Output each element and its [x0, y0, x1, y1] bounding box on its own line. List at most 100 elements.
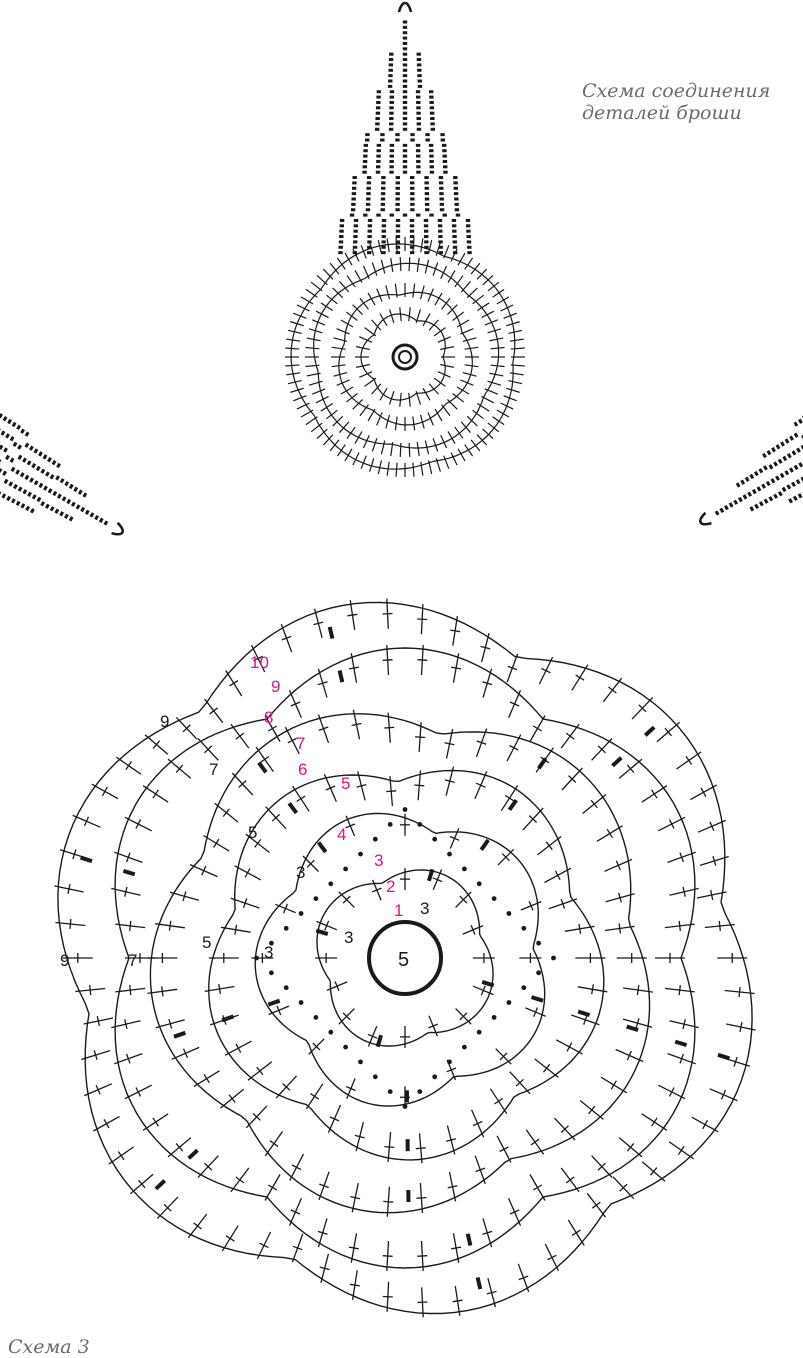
flower-stitch-bar: [579, 924, 581, 934]
chain-dot: [536, 941, 541, 946]
mini-stitch: [457, 387, 469, 394]
leaf-stitch: [46, 504, 48, 508]
leaf-stitch: [8, 420, 10, 424]
flower-stitch-bar: [153, 790, 159, 798]
mini-stitch: [311, 282, 322, 291]
mini-stitch: [413, 237, 414, 251]
flower-stitch-bar: [637, 985, 638, 995]
leaf-stitch: [12, 467, 14, 471]
round-label: 7: [128, 951, 137, 970]
leaf-stitch: [10, 482, 12, 486]
leaf-stitch: [70, 485, 72, 489]
flower-chain-dash: [468, 1234, 471, 1246]
flower-stitch-bar: [544, 1064, 550, 1072]
leaf-stitch: [53, 461, 55, 465]
flower-stitch-bar: [533, 1185, 542, 1190]
leaf-stitch: [760, 469, 762, 473]
leaf-stitch: [51, 507, 53, 511]
mini-stitch: [378, 240, 381, 254]
mini-stitch: [341, 387, 353, 394]
mini-stitch: [501, 403, 514, 409]
flower-stitch-bar: [350, 1284, 360, 1286]
chain-dot: [462, 867, 467, 872]
leaf-stitch: [762, 484, 764, 488]
mini-stitch: [301, 297, 313, 304]
mini-stitch: [345, 253, 352, 265]
chain-dot: [507, 911, 512, 916]
flower-stitch-bar: [417, 1256, 427, 1257]
caption-line-2: деталей броши: [582, 102, 742, 124]
leaf-stitch: [57, 464, 59, 468]
leaf-stitch: [788, 454, 790, 458]
leaf-stitch: [72, 502, 74, 506]
flower-stitch-bar: [572, 1230, 581, 1235]
mini-stitch: [493, 417, 505, 425]
mini-stitch: [423, 388, 430, 400]
chain-dot: [536, 970, 541, 975]
flower-chain-dash: [645, 727, 654, 735]
mini-stitch: [413, 416, 415, 430]
mini-stitch: [309, 381, 322, 385]
leaf-stitch: [788, 485, 790, 489]
round-label: 5: [248, 823, 257, 842]
leaf-stitch: [26, 443, 28, 447]
mini-stitch: [461, 281, 470, 292]
leaf-stitch: [793, 451, 795, 455]
round-label: 5: [202, 933, 211, 952]
flower-stitch-bar: [417, 660, 427, 661]
mini-stitch: [506, 388, 519, 392]
flower-stitch-bar: [226, 1236, 235, 1241]
mini-stitch: [323, 435, 333, 445]
chain-dot: [388, 1089, 393, 1094]
mini-stitch: [400, 443, 401, 457]
leaf-stitch: [772, 479, 774, 483]
leaf-stitch: [755, 472, 757, 476]
mini-stitch: [347, 427, 355, 438]
leaf-stitch: [800, 463, 802, 467]
chain-dot: [388, 822, 393, 827]
flower-stitch-bar: [416, 1148, 426, 1149]
flower-stitch-bar: [531, 1139, 539, 1145]
caption-line-1: Схема соединения: [582, 80, 770, 102]
mini-stitch: [413, 463, 414, 477]
mini-stitch: [423, 314, 430, 326]
leaf-stitch: [774, 494, 776, 498]
mini-stitch: [306, 289, 318, 297]
chain-dot: [507, 1000, 512, 1005]
chain-dot: [343, 1045, 348, 1050]
leaf-stitch: [0, 469, 1, 473]
chain-dot: [314, 896, 319, 901]
flower-stitch-bar: [229, 1095, 235, 1103]
leaf-stitch: [721, 508, 723, 512]
leaf-stitch: [756, 504, 758, 508]
flower-stitch-bar: [384, 1147, 394, 1148]
row-number: 9: [271, 677, 280, 696]
chain-dot: [477, 1030, 482, 1035]
leaf-stitch: [35, 449, 37, 453]
chain-dot: [432, 1074, 437, 1079]
flower-stitch-bar: [567, 1043, 572, 1052]
leaf-stitch: [764, 466, 766, 470]
mini-stitch: [409, 443, 410, 457]
flower-stitch-bar: [214, 839, 219, 848]
mini-stitch: [421, 462, 423, 476]
flower-stitch-bar: [679, 921, 680, 931]
flower-chain-dash: [259, 763, 266, 773]
mini-stitch: [440, 364, 454, 367]
flower-stitch-bar: [505, 795, 513, 800]
flower-stitch-bar: [103, 787, 108, 796]
leaf-stitch: [37, 467, 39, 471]
leaf-stitch: [770, 465, 772, 469]
leaf-stitch: [56, 509, 58, 513]
chain-dot: [299, 1000, 304, 1005]
leaf-stitch: [763, 454, 765, 458]
flower-stitch-bar: [611, 1081, 616, 1090]
leaf-stitch: [58, 494, 60, 498]
leaf-stitch: [30, 446, 32, 450]
leaf-stitch: [795, 433, 797, 437]
mini-stitch: [429, 384, 438, 394]
leaf-stitch: [91, 513, 93, 517]
chain-dot: [328, 1030, 333, 1035]
leaf-stitch: [82, 508, 84, 512]
